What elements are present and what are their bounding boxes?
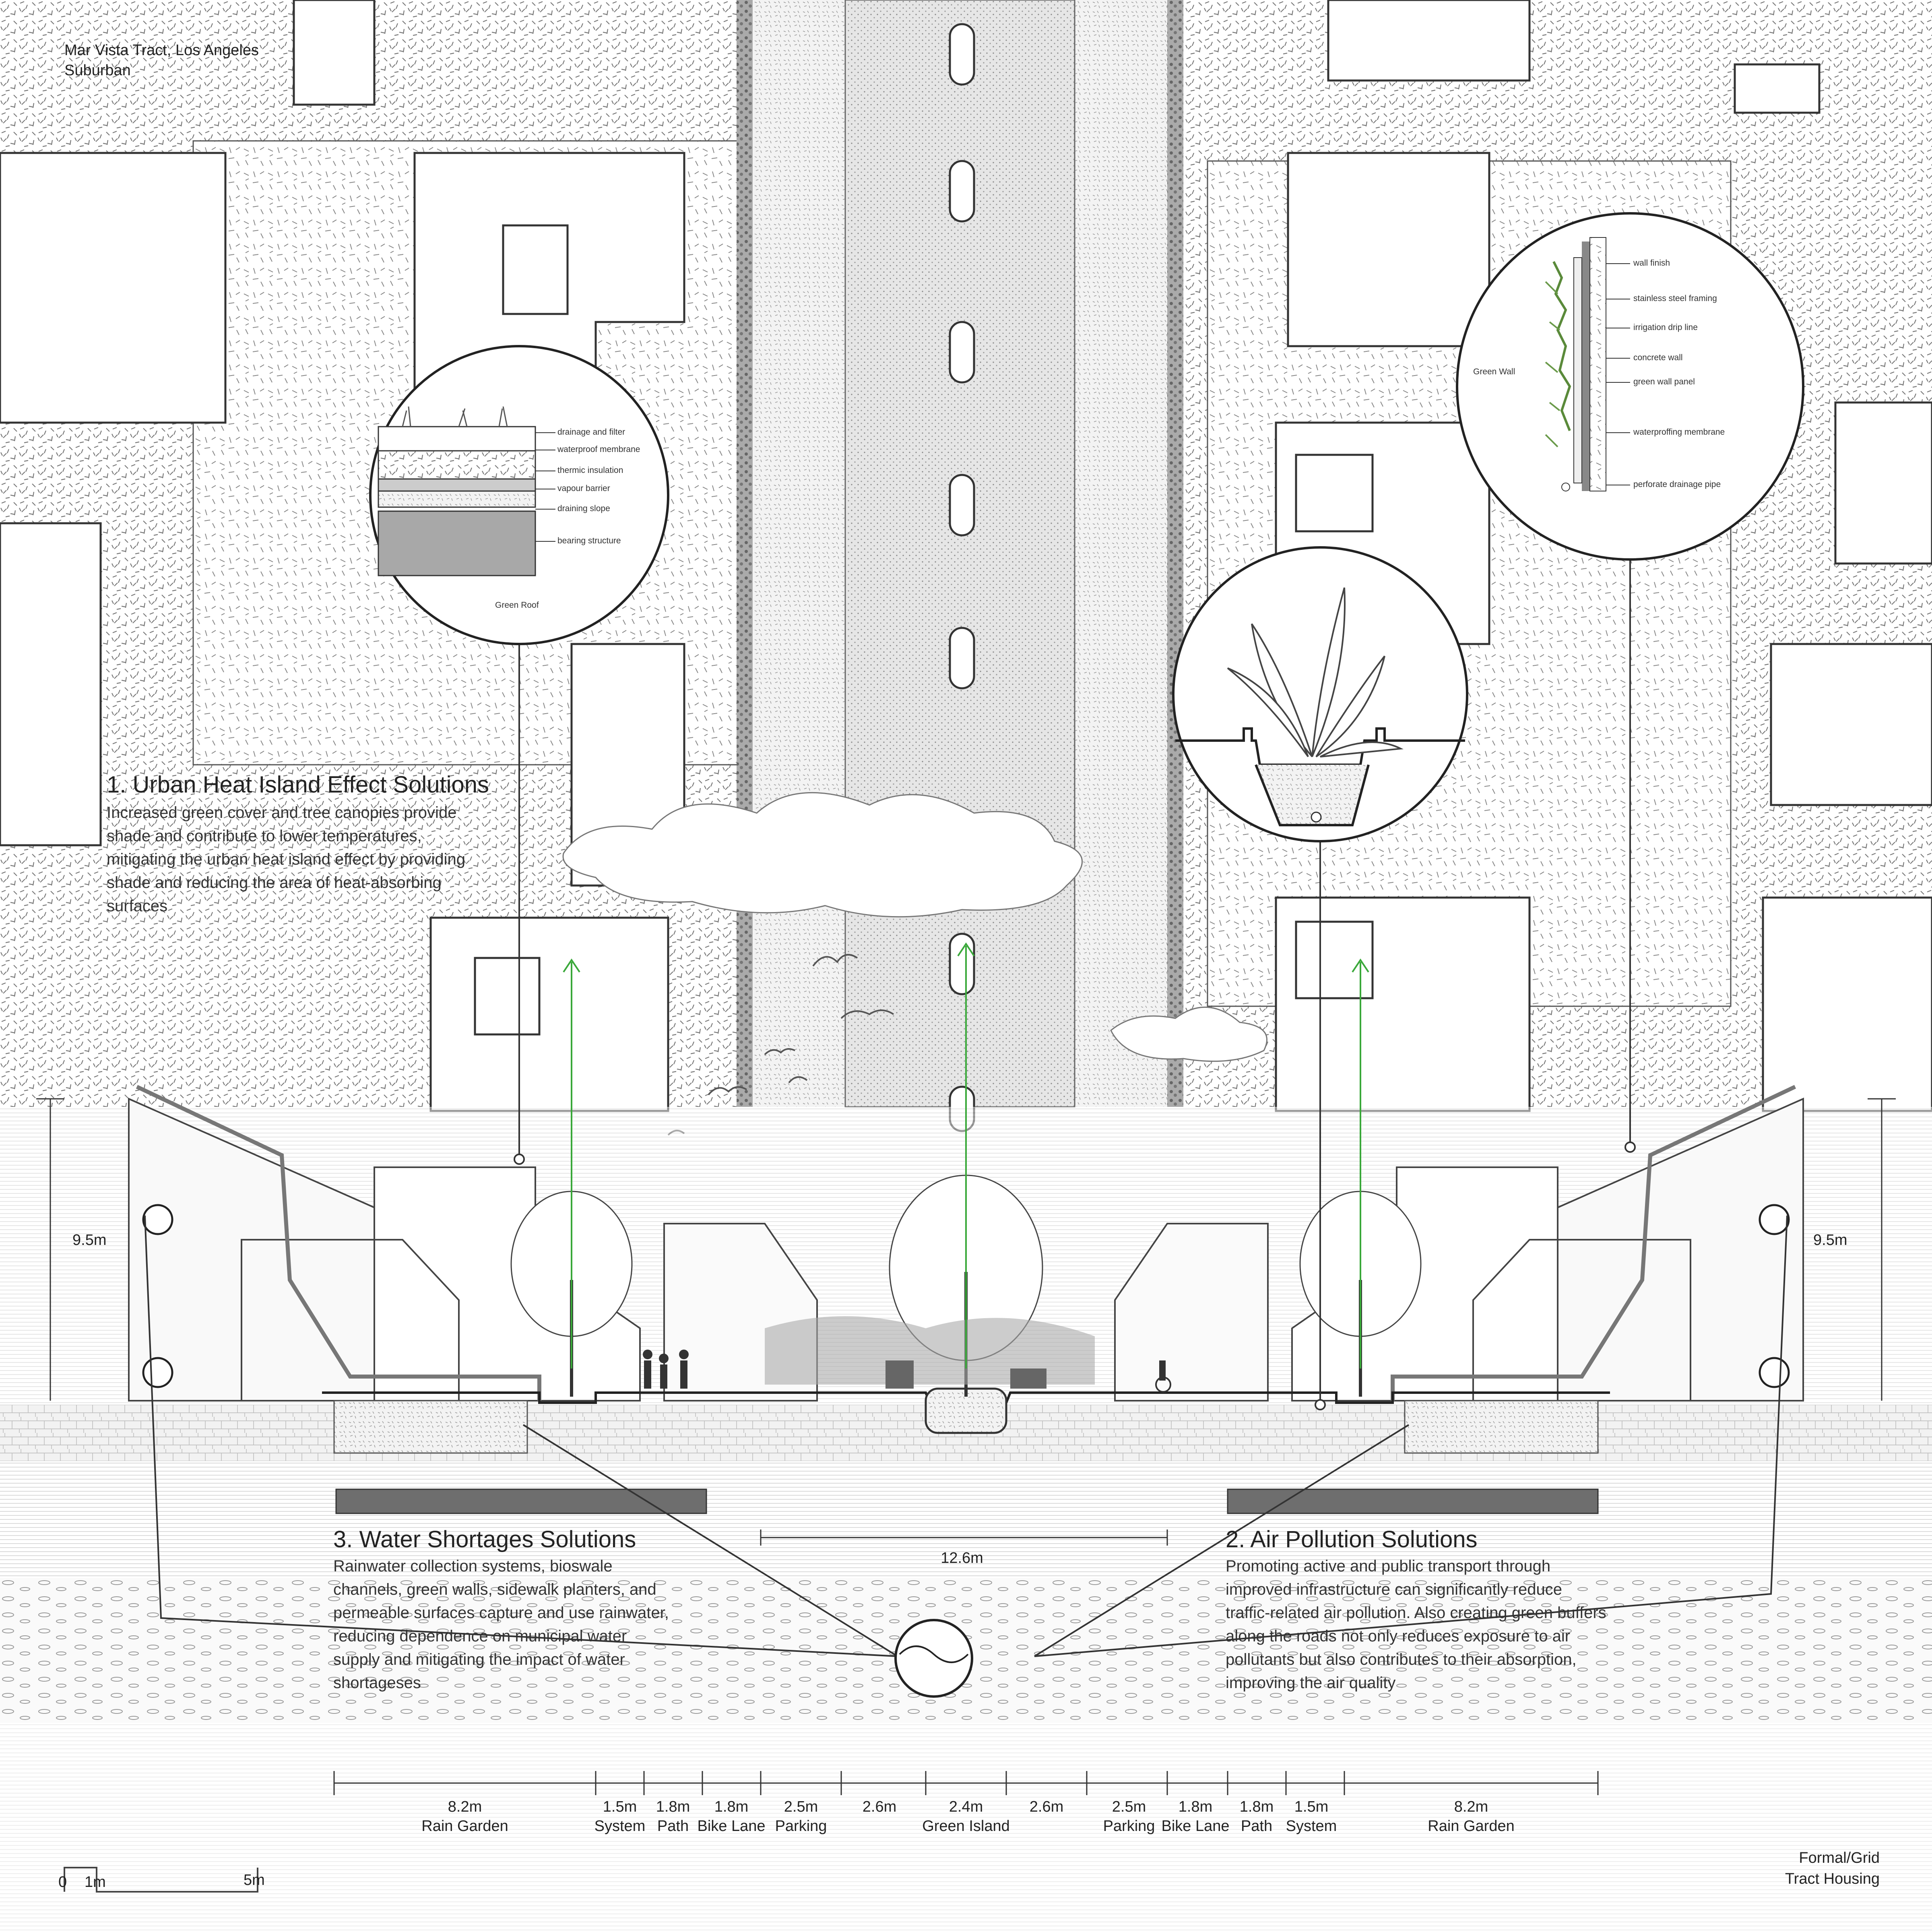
typology-line: Tract Housing: [1785, 1870, 1880, 1887]
segment-label: 2.6m: [862, 1798, 897, 1815]
water-shortage-title: 3. Water Shortages Solutions: [333, 1526, 636, 1552]
wall-layer-label: stainless steel framing: [1633, 294, 1717, 303]
scale-zero: 0: [58, 1874, 67, 1891]
wall-layer-label: irrigation drip line: [1633, 323, 1698, 332]
roof-layer-label: drainage and filter: [557, 427, 625, 437]
scale-one-meter: 1m: [85, 1874, 106, 1891]
heat-island-title: 1. Urban Heat Island Effect Solutions: [107, 772, 489, 798]
roof-layer-label: waterproof membrane: [557, 445, 640, 454]
air-pollution-title: 2. Air Pollution Solutions: [1226, 1526, 1478, 1552]
water-shortage-body: Rainwater collection systems, bioswale c…: [333, 1557, 669, 1692]
height-dimension-right: 9.5m: [1813, 1232, 1847, 1249]
segment-label: 2.6m: [1029, 1798, 1064, 1815]
wall-layer-label: perforate drainage pipe: [1633, 480, 1721, 489]
typology-label: Formal/Grid Tract Housing: [1785, 1847, 1880, 1889]
air-pollution-body: Promoting active and public transport th…: [1226, 1557, 1606, 1692]
green-roof-caption: Green Roof: [495, 601, 539, 610]
heat-island-body: Increased green cover and tree canopies …: [107, 804, 465, 915]
road-width-dimension: 12.6m: [941, 1550, 983, 1567]
wall-layer-label: waterproffing membrane: [1633, 427, 1725, 437]
roof-layer-label: draining slope: [557, 504, 610, 513]
density-line: Suburban: [64, 62, 131, 79]
scale-five-meter: 5m: [244, 1872, 265, 1889]
roof-layer-label: vapour barrier: [557, 484, 610, 493]
roof-layer-label: bearing structure: [557, 536, 621, 545]
wall-layer-label: wall finish: [1633, 258, 1670, 268]
wall-layer-label: green wall panel: [1633, 377, 1695, 386]
location-line: Mar Vista Tract, Los Angeles: [64, 42, 259, 59]
height-dimension-left: 9.5m: [72, 1232, 107, 1249]
wall-layer-label: concrete wall: [1633, 353, 1683, 362]
roof-layer-label: thermic insulation: [557, 466, 623, 475]
typology-line: Formal/Grid: [1799, 1849, 1880, 1866]
green-wall-caption: Green Wall: [1473, 367, 1515, 376]
location-header: Mar Vista Tract, Los Angeles Suburban: [64, 40, 259, 80]
